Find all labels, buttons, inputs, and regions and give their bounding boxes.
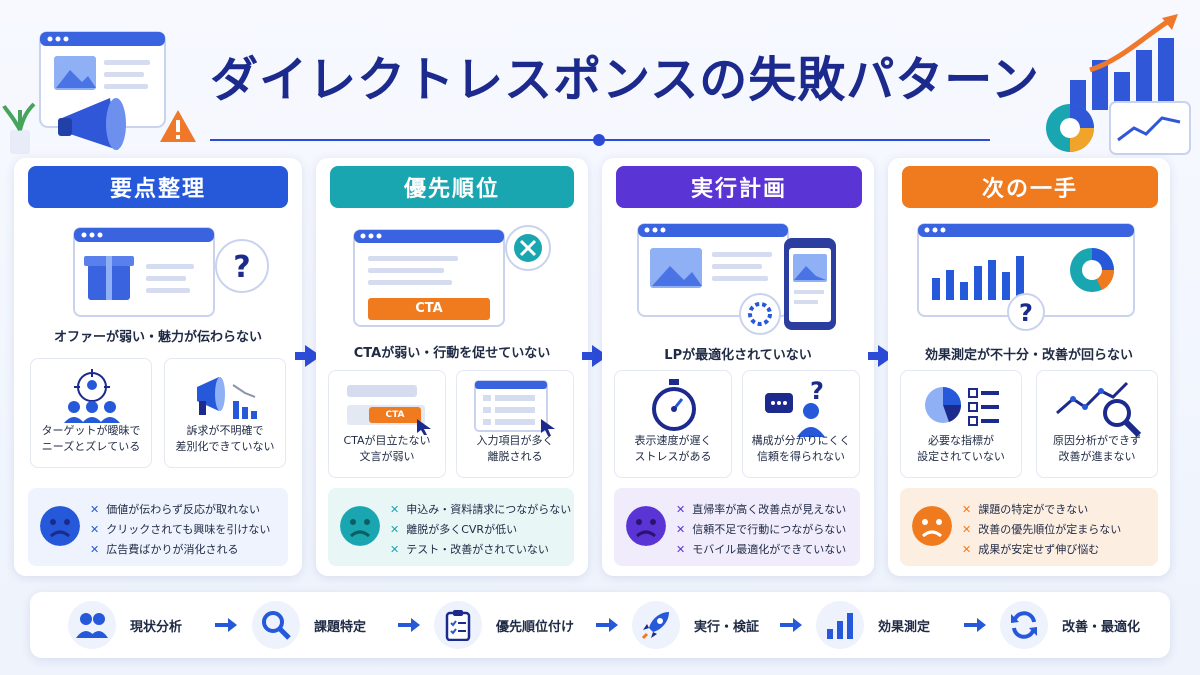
result-item: ✕テスト・改善がされていない bbox=[390, 543, 549, 556]
sub-card-text: CTAが目立たない 文言が弱い bbox=[343, 434, 431, 463]
sub-card: ? 構成が分かりにくく 信頼を得られない bbox=[742, 370, 860, 478]
sub-card: 訴求が不明確で 差別化できていない bbox=[164, 358, 286, 468]
trend-magnifier-icon bbox=[1056, 381, 1142, 437]
sub-card-text: ターゲットが曖昧で ニーズとズレている bbox=[41, 424, 141, 453]
title-divider-dot bbox=[593, 134, 605, 146]
result-item: ✕成果が安定せず伸び悩む bbox=[962, 543, 1100, 556]
flow-step-label: 現状分析 bbox=[130, 619, 183, 635]
sub-card: 原因分析ができず 改善が進まない bbox=[1036, 370, 1158, 478]
flow-step: 現状分析 bbox=[68, 601, 182, 649]
result-box: ✕価値が伝わらず反応が取れない ✕クリックされても興味を引けない ✕広告費ばかり… bbox=[28, 488, 288, 566]
result-item: ✕価値が伝わらず反応が取れない bbox=[90, 503, 260, 516]
analytics-browser-icon: ? bbox=[917, 223, 1135, 331]
result-item: ✕クリックされても興味を引けない bbox=[90, 523, 271, 536]
sub-card-text: 必要な指標が 設定されていない bbox=[917, 434, 1005, 463]
flow-step-label: 効果測定 bbox=[878, 619, 931, 635]
search-icon bbox=[262, 611, 291, 640]
flow-step: 効果測定 bbox=[816, 601, 930, 649]
page-title: ダイレクトレスポンスの失敗パターン bbox=[210, 52, 1040, 108]
arrow-right-icon bbox=[398, 618, 420, 632]
refresh-icon bbox=[1011, 611, 1037, 639]
sad-face-icon bbox=[626, 506, 666, 546]
stopwatch-icon bbox=[652, 379, 696, 431]
rocket-icon bbox=[641, 612, 669, 640]
result-item: ✕改善の優先順位が定まらない bbox=[962, 523, 1122, 536]
flow-step-label: 実行・検証 bbox=[694, 619, 760, 635]
result-item: ✕課題の特定ができない bbox=[962, 503, 1089, 516]
sad-face-icon bbox=[40, 506, 80, 546]
gift-browser-icon: ? bbox=[73, 227, 269, 317]
panel-label: 要点整理 bbox=[28, 166, 288, 208]
panel-priority: 優先順位 CTA CTAが弱い・行動を促せていない CTA CTAが目立たない … bbox=[316, 158, 588, 576]
flow-step: 改善・最適化 bbox=[1000, 601, 1140, 649]
megaphone-chart-icon bbox=[197, 377, 257, 419]
bar-chart-icon bbox=[827, 613, 853, 639]
panel-headline: CTAが弱い・行動を促せていない bbox=[353, 346, 551, 361]
result-item: ✕離脱が多くCVRが低い bbox=[390, 523, 518, 536]
panel-execution-plan: 実行計画 LPが最適化されていない 表示速度が遅く ストレスがある ? bbox=[602, 158, 874, 576]
panel-headline: オファーが弱い・魅力が伝わらない bbox=[53, 330, 262, 345]
sad-face-icon bbox=[912, 506, 952, 546]
sub-card-text: 原因分析ができず 改善が進まない bbox=[1053, 434, 1141, 463]
arrow-right-icon bbox=[596, 618, 618, 632]
panel-key-points: 要点整理 ? オファーが弱い・魅力が伝わらない ターゲットが曖昧で ニーズとズレ… bbox=[14, 158, 302, 576]
sub-card: 表示速度が遅く ストレスがある bbox=[614, 370, 732, 478]
result-item: ✕直帰率が高く改善点が見えない bbox=[676, 503, 847, 516]
lp-devices-icon bbox=[637, 223, 836, 335]
arrow-right-icon bbox=[964, 618, 986, 632]
charts-illustration bbox=[1046, 14, 1191, 155]
arrow-right-icon bbox=[780, 618, 802, 632]
process-flow: 現状分析 課題特定 優先順位付け 実行・検証 効果測定 改善・最適化 bbox=[30, 592, 1170, 658]
panel-label: 優先順位 bbox=[330, 166, 574, 208]
result-box: ✕課題の特定ができない ✕改善の優先順位が定まらない ✕成果が安定せず伸び悩む bbox=[900, 488, 1158, 566]
arrow-right-icon bbox=[215, 618, 237, 632]
flow-step: 課題特定 bbox=[252, 601, 366, 649]
result-item: ✕モバイル最適化ができていない bbox=[676, 543, 847, 556]
confused-user-icon: ? bbox=[765, 377, 825, 437]
flow-step: 優先順位付け bbox=[434, 601, 574, 649]
result-item: ✕申込み・資料請求につながらない bbox=[390, 503, 572, 516]
form-icon bbox=[474, 380, 555, 436]
result-item: ✕信頼不足で行動につながらない bbox=[676, 523, 847, 536]
panel-headline: 効果測定が不十分・改善が回らない bbox=[924, 348, 1133, 363]
flow-step: 実行・検証 bbox=[632, 601, 759, 649]
sub-card-text: 構成が分かりにくく 信頼を得られない bbox=[751, 434, 851, 463]
svg-text:?: ? bbox=[233, 250, 250, 285]
browser-megaphone-illustration bbox=[2, 31, 196, 154]
sad-face-icon bbox=[340, 506, 380, 546]
sub-card: CTA CTAが目立たない 文言が弱い bbox=[328, 370, 446, 478]
flow-step-label: 課題特定 bbox=[314, 619, 367, 635]
sub-card-text: 訴求が不明確で 差別化できていない bbox=[175, 424, 275, 453]
clipboard-icon bbox=[445, 610, 471, 641]
sub-card: ターゲットが曖昧で ニーズとズレている bbox=[30, 358, 152, 468]
cta-button-icon bbox=[347, 385, 431, 435]
users-icon bbox=[76, 613, 108, 638]
flow-step-label: 優先順位付け bbox=[496, 619, 575, 635]
svg-text:?: ? bbox=[1019, 299, 1033, 327]
target-users-icon bbox=[64, 369, 120, 423]
sub-card-text: 入力項目が多く 離脱される bbox=[476, 434, 554, 463]
result-box: ✕直帰率が高く改善点が見えない ✕信頼不足で行動につながらない ✕モバイル最適化… bbox=[614, 488, 860, 566]
sub-card-text: 表示速度が遅く ストレスがある bbox=[634, 434, 712, 463]
flow-step-label: 改善・最適化 bbox=[1062, 619, 1141, 635]
cta-browser-icon bbox=[353, 225, 551, 327]
panel-next-move: 次の一手 ? 効果測定が不十分・改善が回らない 必要な指標が 設定されていない bbox=[888, 158, 1170, 576]
cta-label: CTA bbox=[415, 301, 443, 316]
panel-label: 実行計画 bbox=[616, 166, 862, 208]
result-item: ✕広告費ばかりが消化される bbox=[90, 543, 239, 556]
cta-label: CTA bbox=[385, 410, 405, 420]
panel-label: 次の一手 bbox=[902, 166, 1158, 208]
pie-checklist-icon bbox=[925, 387, 999, 426]
sub-card: 必要な指標が 設定されていない bbox=[900, 370, 1022, 478]
panel-headline: LPが最適化されていない bbox=[664, 348, 812, 363]
svg-text:?: ? bbox=[810, 377, 824, 405]
sub-card: 入力項目が多く 離脱される bbox=[456, 370, 574, 478]
result-box: ✕申込み・資料請求につながらない ✕離脱が多くCVRが低い ✕テスト・改善がされ… bbox=[328, 488, 574, 566]
